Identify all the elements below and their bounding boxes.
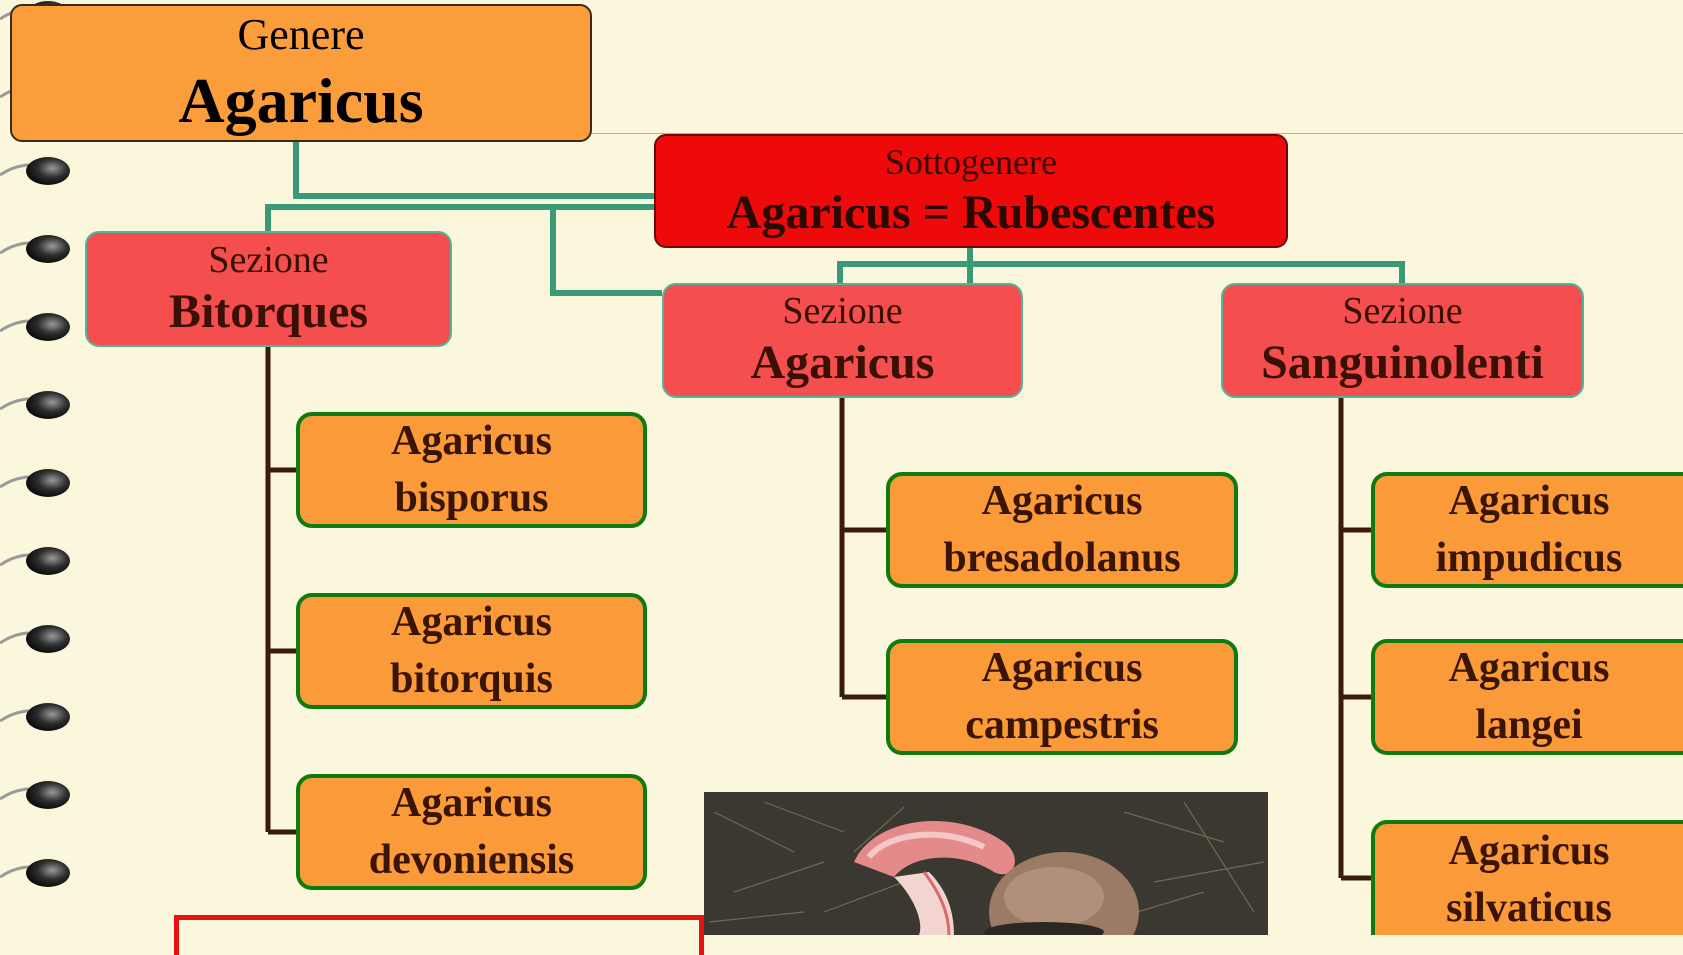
species-box-campestris: Agaricus campestris [886, 639, 1238, 755]
species-genus: Agaricus [1449, 640, 1610, 697]
species-box-bitorquis: Agaricus bitorquis [296, 593, 647, 709]
species-genus: Agaricus [391, 413, 552, 470]
species-epithet: devoniensis [369, 832, 574, 889]
species-box-langei: Agaricus langei [1371, 639, 1683, 755]
species-genus: Agaricus [1449, 473, 1610, 530]
species-box-silvaticus: Agaricus silvaticus [1371, 820, 1683, 935]
species-genus: Agaricus [391, 594, 552, 651]
species-epithet: bisporus [394, 470, 548, 527]
caption-frame [174, 915, 704, 955]
subgenus-rank: Sottogenere [885, 144, 1057, 182]
section-name: Sanguinolenti [1261, 338, 1544, 388]
section-rank: Sezione [208, 241, 328, 281]
species-genus: Agaricus [391, 775, 552, 832]
genus-name: Agaricus [178, 67, 423, 134]
subgenus-name: Agaricus = Rubescentes [727, 188, 1216, 238]
genus-box: Genere Agaricus [10, 4, 592, 142]
species-epithet: bresadolanus [943, 530, 1180, 587]
species-box-bisporus: Agaricus bisporus [296, 412, 647, 528]
section-name: Bitorques [169, 287, 368, 337]
section-rank: Sezione [1342, 292, 1462, 332]
section-bitorques-box: Sezione Bitorques [85, 231, 452, 347]
species-genus: Agaricus [982, 473, 1143, 530]
section-sanguinolenti-box: Sezione Sanguinolenti [1221, 283, 1584, 398]
species-epithet: langei [1475, 697, 1582, 754]
species-genus: Agaricus [982, 640, 1143, 697]
species-box-devoniensis: Agaricus devoniensis [296, 774, 647, 890]
species-box-impudicus: Agaricus impudicus [1371, 472, 1683, 588]
section-agaricus-box: Sezione Agaricus [662, 283, 1023, 398]
subgenus-box: Sottogenere Agaricus = Rubescentes [654, 134, 1288, 248]
section-rank: Sezione [782, 292, 902, 332]
species-box-bresadolanus: Agaricus bresadolanus [886, 472, 1238, 588]
species-genus: Agaricus [1449, 823, 1610, 880]
genus-rank: Genere [237, 12, 364, 58]
species-epithet: impudicus [1436, 530, 1623, 587]
species-epithet: silvaticus [1446, 880, 1612, 937]
mushroom-illustration [704, 792, 1268, 935]
section-name: Agaricus [751, 338, 935, 388]
mushroom-photo [704, 792, 1268, 935]
species-epithet: campestris [965, 697, 1159, 754]
species-epithet: bitorquis [390, 651, 553, 708]
